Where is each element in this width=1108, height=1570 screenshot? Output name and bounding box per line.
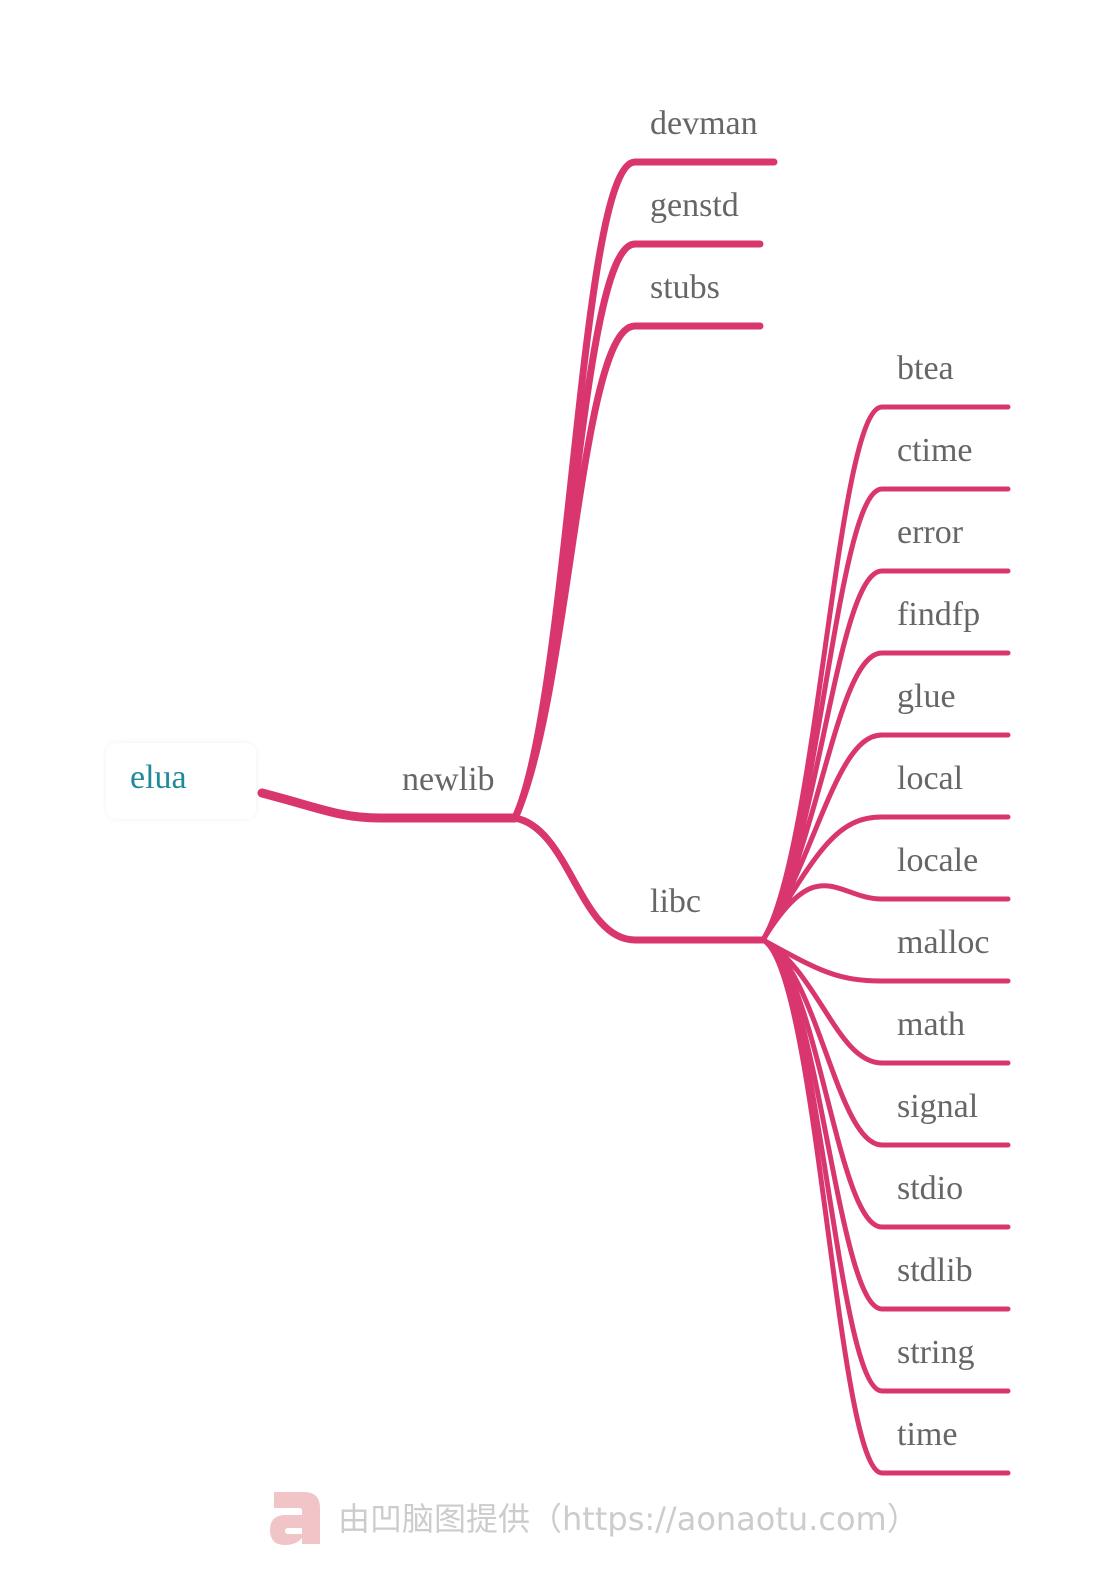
node-glue[interactable]: glue	[897, 678, 956, 715]
node-stdlib[interactable]: stdlib	[897, 1252, 973, 1289]
branch-devman	[511, 158, 778, 822]
node-signal[interactable]: signal	[897, 1088, 979, 1125]
node-stubs[interactable]: stubs	[650, 269, 720, 306]
node-newlib[interactable]: newlib	[402, 761, 495, 798]
node-local[interactable]: local	[897, 760, 964, 797]
node-libc[interactable]: libc	[650, 883, 701, 920]
branch-genstd	[511, 240, 764, 822]
node-genstd[interactable]: genstd	[650, 187, 739, 224]
branch-root-newlib	[257, 788, 520, 823]
branch-malloc	[760, 937, 1011, 984]
node-error[interactable]: error	[897, 514, 964, 551]
node-ctime[interactable]: ctime	[897, 432, 973, 469]
node-malloc[interactable]: malloc	[897, 924, 990, 961]
watermark: 由凹脑图提供（https://aonaotu.com）	[268, 1488, 919, 1546]
aonaotu-logo-icon	[270, 1492, 320, 1545]
branch-local	[760, 814, 1011, 943]
watermark-text: 由凹脑图提供（https://aonaotu.com）	[338, 1500, 919, 1538]
branch-stubs	[511, 322, 764, 822]
branch-locale	[760, 883, 1011, 943]
node-locale[interactable]: locale	[897, 842, 979, 879]
node-devman[interactable]: devman	[650, 105, 758, 142]
branch-libc	[511, 814, 767, 944]
node-btea[interactable]: btea	[897, 350, 954, 387]
node-time[interactable]: time	[897, 1416, 958, 1453]
node-findfp[interactable]: findfp	[897, 596, 981, 633]
node-math[interactable]: math	[897, 1006, 965, 1043]
branch-time	[760, 937, 1011, 1476]
node-string[interactable]: string	[897, 1334, 975, 1371]
root-label[interactable]: elua	[130, 759, 187, 796]
root-node[interactable]	[106, 743, 256, 819]
node-stdio[interactable]: stdio	[897, 1170, 964, 1207]
